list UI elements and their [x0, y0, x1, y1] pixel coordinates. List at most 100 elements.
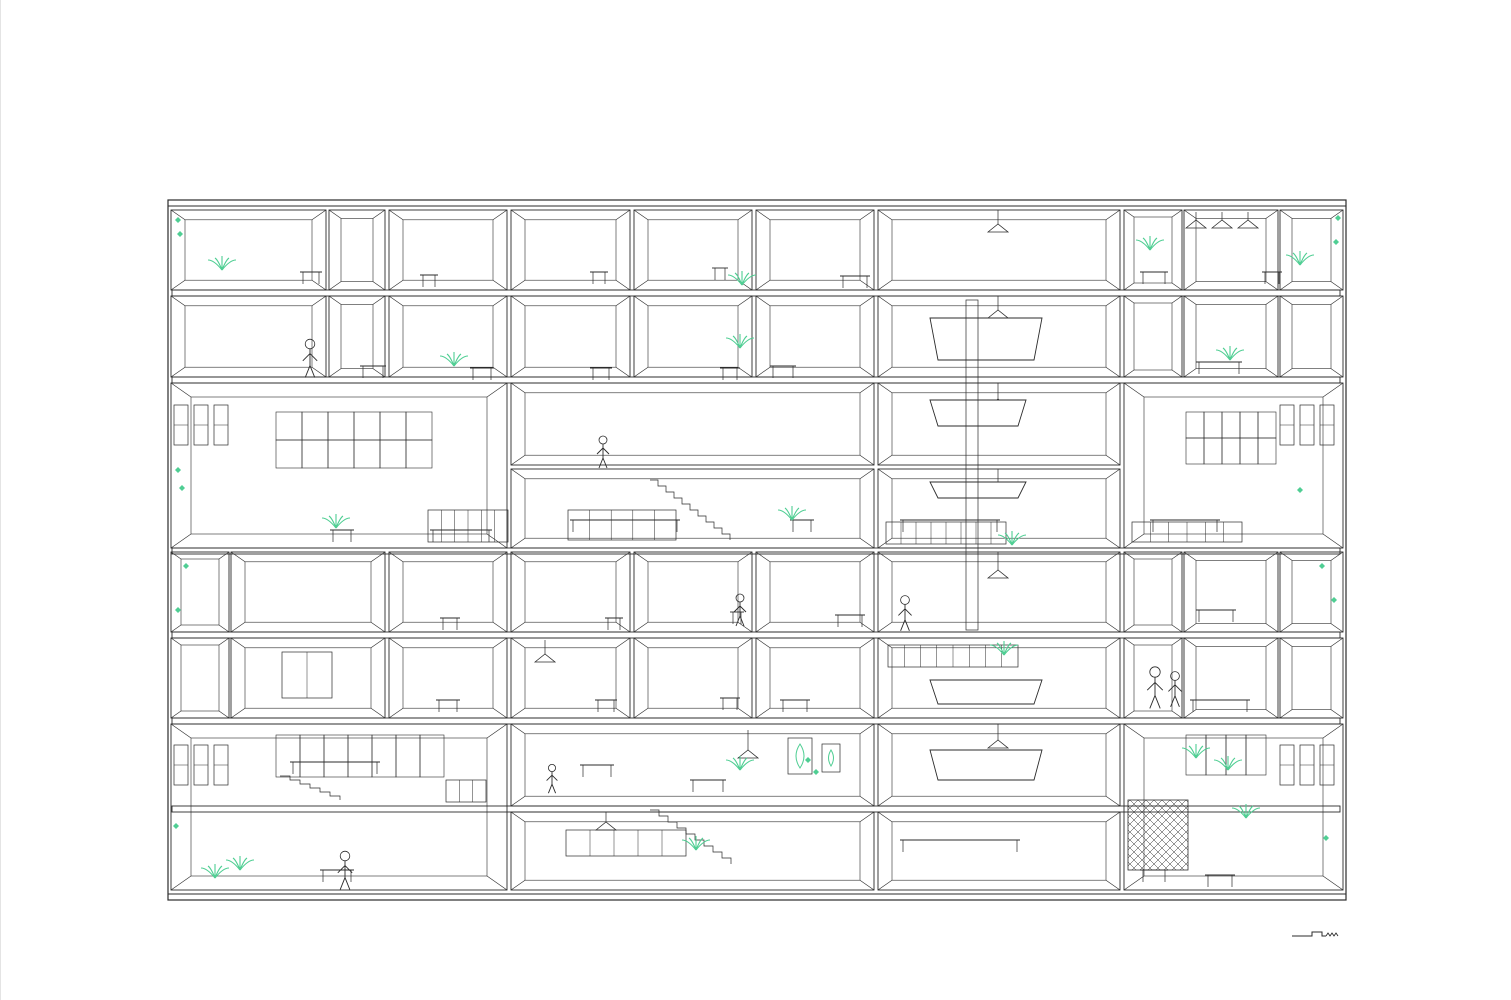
suspended-slab [929, 317, 1043, 361]
room-back-wall [647, 305, 739, 368]
room-opening [510, 468, 875, 549]
floor-slab [171, 289, 1341, 297]
plant-leaf [207, 259, 223, 271]
room-edge [859, 295, 875, 307]
plant-leaf [732, 757, 741, 771]
room-edge [218, 710, 230, 719]
plant-leaf [996, 642, 1005, 656]
room-edge [170, 723, 192, 739]
room [633, 551, 753, 633]
room-edge [372, 209, 386, 219]
room-opening [1123, 209, 1183, 291]
plant-icon [200, 864, 230, 879]
atrium-column [965, 299, 979, 631]
room-back-wall [190, 737, 488, 877]
room-edge [492, 637, 508, 649]
room-edge [877, 637, 893, 649]
room-back-wall [1195, 646, 1267, 710]
floor-slab [171, 717, 1341, 725]
lamp-shade [986, 569, 1010, 579]
room-opening [510, 723, 875, 807]
plant-leaf [681, 839, 697, 851]
room-edge [877, 811, 893, 823]
room-opening [755, 209, 875, 291]
room [1123, 551, 1183, 633]
plant-leaf [335, 517, 351, 529]
plant-icon [727, 271, 757, 286]
room-edge [230, 551, 246, 563]
room-back-wall [1133, 302, 1173, 371]
person-body [337, 860, 353, 890]
glazing-panel [327, 411, 355, 441]
plant-leaf [1149, 239, 1165, 251]
room-back-wall [524, 392, 861, 456]
glazing-panel [327, 439, 355, 469]
room-back-wall [184, 219, 313, 281]
room [328, 209, 386, 291]
glazing-panel [323, 734, 349, 778]
glazing-panel [1239, 437, 1259, 465]
room-edge [615, 209, 631, 221]
room-edge [1105, 723, 1121, 735]
room-edge [877, 382, 893, 394]
accent-mark [177, 231, 183, 237]
plant-leaf [1195, 747, 1211, 759]
plant-leaf [791, 509, 807, 521]
room-edge [1171, 295, 1183, 304]
room-edge [755, 209, 771, 221]
glazing-panel [1203, 437, 1223, 465]
room [510, 551, 631, 633]
room-edge [492, 551, 508, 563]
room-back-wall [891, 821, 1107, 881]
suspended-slab [929, 679, 1043, 705]
room-edge [877, 551, 893, 563]
room-edge [1123, 533, 1145, 549]
room-edge [1171, 637, 1183, 646]
floor-slab [171, 631, 1341, 639]
plant-icon [225, 856, 255, 871]
plant-leaf [1231, 807, 1247, 819]
room-opening [1123, 723, 1344, 891]
room-edge [737, 366, 753, 378]
room-edge [510, 707, 526, 719]
glazing-panel [405, 439, 433, 469]
accent-mark [179, 485, 185, 491]
accent-mark [813, 769, 819, 775]
room-edge [877, 795, 893, 807]
plant-leaf [695, 839, 711, 851]
plant-leaf [1135, 239, 1151, 251]
person-body [1168, 680, 1182, 707]
room-edge [755, 637, 771, 649]
room [1183, 295, 1279, 378]
room-back-wall [647, 647, 739, 709]
room-opening [230, 637, 386, 719]
room-edge [510, 621, 526, 633]
room [1123, 723, 1344, 891]
plant-leaf [1222, 347, 1231, 361]
room-edge [859, 468, 875, 480]
staircase [650, 809, 732, 864]
room [1183, 209, 1279, 291]
room-opening [1183, 637, 1279, 719]
room-edge [170, 875, 192, 891]
lattice-line [1161, 799, 1189, 827]
room-edge [170, 533, 192, 549]
room-opening [1183, 295, 1279, 378]
suspended-slab [929, 749, 1043, 781]
staircase [280, 775, 341, 800]
room-edge [859, 811, 875, 823]
plant-leaf [997, 534, 1013, 546]
plant-icon [321, 514, 351, 529]
room-opening [877, 723, 1121, 807]
plant-leaf [321, 517, 337, 529]
room-edge [1183, 637, 1197, 647]
accent-mark [175, 217, 181, 223]
room-edge [755, 295, 771, 307]
room-edge [388, 209, 404, 221]
lattice-line [1129, 799, 1189, 859]
plant-leaf [200, 867, 216, 879]
person-head [1170, 671, 1180, 681]
room-opening [170, 637, 230, 719]
plant-leaf [1238, 805, 1247, 819]
